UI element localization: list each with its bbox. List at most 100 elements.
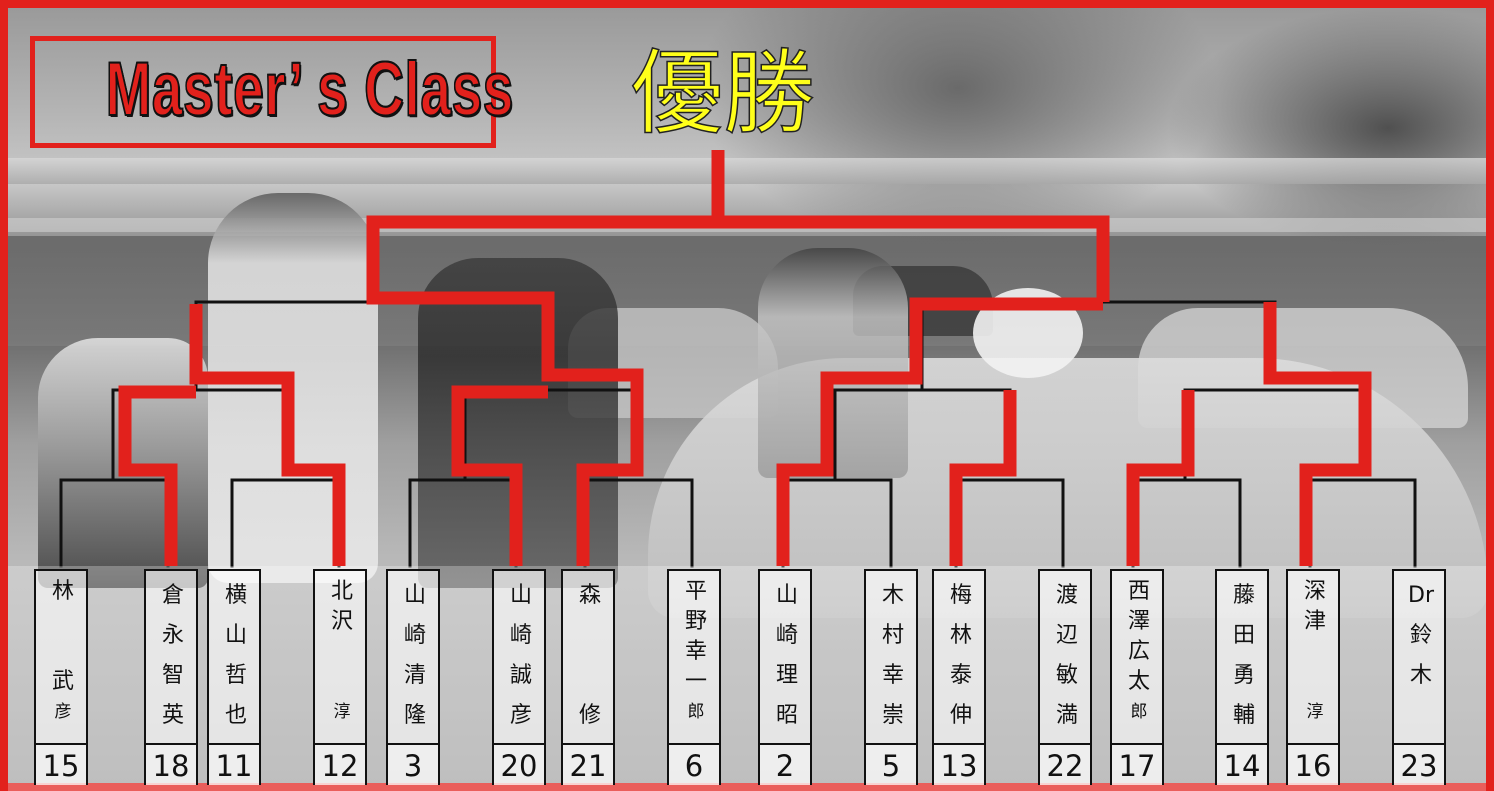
entrant-number: 11 bbox=[207, 745, 261, 785]
entrant-name-char: 崎 bbox=[509, 623, 532, 648]
entrant-name: 西澤広太郎 bbox=[1110, 569, 1164, 745]
winner-path-18 bbox=[118, 385, 196, 566]
entrant-number: 21 bbox=[561, 745, 615, 785]
match-line-2 bbox=[230, 478, 341, 568]
entrant-number: 16 bbox=[1286, 745, 1340, 785]
winner-path-12 bbox=[189, 304, 346, 566]
match-line-3 bbox=[408, 478, 518, 568]
entrant-name-char: 清 bbox=[403, 663, 426, 688]
entrant-name: 木村幸崇 bbox=[864, 569, 918, 745]
entrant-name: 北沢淳 bbox=[313, 569, 367, 745]
match-line-11 bbox=[833, 388, 1012, 482]
entrant-name: 山崎誠彦 bbox=[492, 569, 546, 745]
entrant-name-char: 智 bbox=[161, 663, 184, 688]
entrant-name-char: 山 bbox=[224, 623, 247, 648]
entrant-name-char: 梅 bbox=[949, 583, 972, 608]
entrant-name-char: 永 bbox=[161, 623, 184, 648]
match-line-7 bbox=[1131, 478, 1242, 568]
entrant-name-char: 村 bbox=[881, 623, 904, 648]
match-line-5 bbox=[781, 478, 893, 568]
entrant-name-char: 武 bbox=[51, 669, 74, 694]
entrant-name: 深津淳 bbox=[1286, 569, 1340, 745]
entrant-name-char: 田 bbox=[1232, 623, 1255, 648]
bracket-draw-lines bbox=[59, 223, 1417, 568]
entrant-name: 倉永智英 bbox=[144, 569, 198, 745]
entrant-number: 20 bbox=[492, 745, 546, 785]
winner-path-17 bbox=[1126, 390, 1195, 566]
entrant-name-char: 隆 bbox=[403, 703, 426, 728]
winner-paths bbox=[118, 150, 1372, 566]
entrant-name-char: 理 bbox=[775, 663, 798, 688]
entrant-name-char: 木 bbox=[1409, 663, 1432, 688]
match-line-1 bbox=[59, 478, 170, 568]
entrant-name-char: 崎 bbox=[403, 623, 426, 648]
entrant-name: 林武彦 bbox=[34, 569, 88, 745]
entrant-number: 2 bbox=[758, 745, 812, 785]
entrant-name-char: 鈴 bbox=[1409, 623, 1432, 648]
match-line-final bbox=[371, 223, 1107, 304]
guard-rail bbox=[8, 158, 1486, 184]
entrant-name-char: 英 bbox=[161, 703, 184, 728]
match-line-14 bbox=[920, 300, 1277, 392]
entrant-name: 森修 bbox=[561, 569, 615, 745]
entrant-name-char: 敏 bbox=[1055, 663, 1078, 688]
match-line-8 bbox=[1308, 478, 1417, 568]
entrant-number: 13 bbox=[932, 745, 986, 785]
class-title-frame bbox=[30, 36, 496, 148]
winner-path-13 bbox=[949, 390, 1017, 566]
entrant-number: 15 bbox=[34, 745, 88, 785]
entrant-name-char: 野 bbox=[684, 609, 707, 634]
entrant-name-char: 辺 bbox=[1055, 623, 1078, 648]
entrant-name-char: 森 bbox=[578, 583, 601, 608]
entrant-name-char: 伸 bbox=[949, 703, 972, 728]
entrant-name-char: 津 bbox=[1303, 609, 1326, 634]
entrant-name-char: 誠 bbox=[509, 663, 532, 688]
entrant-number: 18 bbox=[144, 745, 198, 785]
match-line-6 bbox=[954, 478, 1065, 568]
entrant-name-char: Dr bbox=[1408, 583, 1434, 608]
entrant-name-char: 昭 bbox=[775, 703, 798, 728]
entrant-name-char: 平 bbox=[684, 579, 707, 604]
entrant-name: 山崎清隆 bbox=[386, 569, 440, 745]
entrant-number: 17 bbox=[1110, 745, 1164, 785]
entrant-number: 14 bbox=[1215, 745, 1269, 785]
entrant-name-char: 木 bbox=[881, 583, 904, 608]
entrant-name: 藤田勇輔 bbox=[1215, 569, 1269, 745]
entrant-name: Dr 鈴木 bbox=[1392, 569, 1446, 745]
winner-path-20 bbox=[451, 385, 548, 566]
entrant-name-char: 彦 bbox=[509, 703, 532, 728]
entrant-name-char: 郎 bbox=[1130, 702, 1148, 722]
entrant-number: 22 bbox=[1038, 745, 1092, 785]
entrant-name-char: 北 bbox=[330, 579, 353, 604]
entrant-name-char: 藤 bbox=[1232, 583, 1255, 608]
entrant-name-char: 幸 bbox=[881, 663, 904, 688]
entrant-name-char: 横 bbox=[224, 583, 247, 608]
entrant-name-char: 澤 bbox=[1127, 609, 1150, 634]
entrant-name-char: 山 bbox=[775, 583, 798, 608]
entrant-name-char: 勇 bbox=[1232, 663, 1255, 688]
entrant-name-char: 林 bbox=[51, 579, 74, 604]
entrant-name-char: 也 bbox=[224, 703, 247, 728]
entrant-number: 12 bbox=[313, 745, 367, 785]
entrant-name: 渡辺敏満 bbox=[1038, 569, 1092, 745]
entrant-number: 5 bbox=[864, 745, 918, 785]
entrant-name-char: 哲 bbox=[224, 663, 247, 688]
entrant-name-char: 崇 bbox=[881, 703, 904, 728]
winner-path-2 bbox=[776, 297, 1103, 566]
entrant-name-char: 山 bbox=[403, 583, 426, 608]
entrant-name-char: 林 bbox=[949, 623, 972, 648]
entrant-number: 6 bbox=[667, 745, 721, 785]
entrant-name-char: 沢 bbox=[330, 609, 353, 634]
entrant-number: 23 bbox=[1392, 745, 1446, 785]
entrant-name-char: 郎 bbox=[687, 702, 705, 722]
entrant-name-char: 西 bbox=[1127, 579, 1150, 604]
entrant-name-char: 太 bbox=[1127, 669, 1150, 694]
entrant-name-char: 崎 bbox=[775, 623, 798, 648]
entrant-name-char: 満 bbox=[1055, 703, 1078, 728]
match-line-4 bbox=[583, 478, 694, 568]
match-line-9 bbox=[111, 388, 285, 482]
entrant-name-char: 輔 bbox=[1232, 703, 1255, 728]
entrant-name: 平野幸一郎 bbox=[667, 569, 721, 745]
entrant-number: 3 bbox=[386, 745, 440, 785]
